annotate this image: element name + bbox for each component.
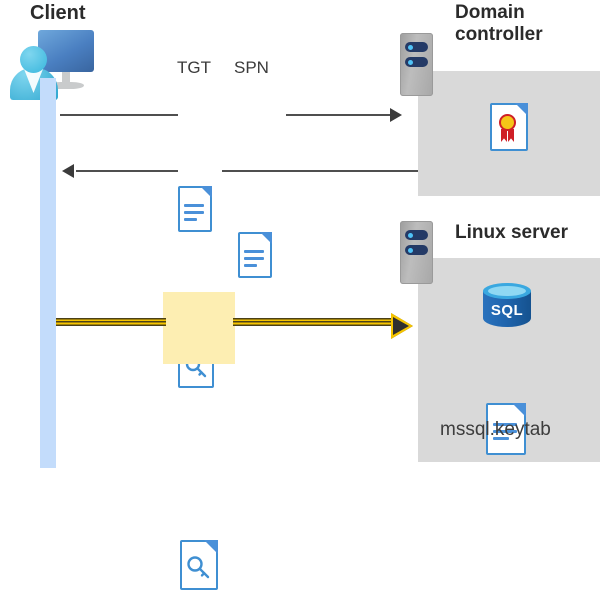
text-document-icon-keytab bbox=[486, 403, 526, 455]
sql-database-label: SQL bbox=[490, 302, 524, 319]
key-glyph-icon bbox=[187, 556, 210, 579]
server-rack-icon-linux bbox=[400, 221, 433, 284]
monitor-screen-icon bbox=[38, 30, 94, 72]
ribbon-right-icon bbox=[508, 129, 514, 142]
certificate-document-icon bbox=[490, 103, 528, 151]
server-rack-icon-dc bbox=[400, 33, 433, 96]
flow-line-response-left bbox=[76, 170, 178, 172]
flow-line-response-right bbox=[222, 170, 418, 172]
tgt-label: TGT bbox=[177, 58, 211, 77]
page-title-client: Client bbox=[30, 2, 86, 24]
page-title-domain-controller: Domain controller bbox=[455, 2, 543, 46]
flow-line-request-left bbox=[60, 114, 178, 116]
keytab-filename-label: mssql.keytab bbox=[440, 419, 551, 440]
person-head-icon bbox=[20, 46, 47, 73]
arrowhead-request-right bbox=[390, 108, 402, 122]
keytab-highlight-box bbox=[163, 292, 235, 364]
spn-label: SPN bbox=[234, 58, 269, 77]
page-title-linux-server: Linux server bbox=[455, 222, 568, 243]
ribbon-left-icon bbox=[501, 129, 507, 142]
monitor-base-icon bbox=[48, 82, 84, 89]
arrowhead-response-left bbox=[62, 164, 74, 178]
flow-line-request-right bbox=[286, 114, 391, 116]
seal-icon bbox=[499, 114, 516, 131]
keytab-flow-line-left bbox=[56, 318, 166, 326]
sql-database-icon: SQL bbox=[483, 283, 531, 335]
text-document-icon-tgt bbox=[178, 186, 212, 232]
key-document-icon-keytab bbox=[180, 540, 218, 590]
text-document-icon-spn bbox=[238, 232, 272, 278]
arrowhead-keytab-right bbox=[391, 313, 413, 339]
client-lifeline bbox=[40, 78, 56, 468]
keytab-flow-line-right bbox=[233, 318, 393, 326]
monitor-neck-icon bbox=[62, 72, 70, 83]
